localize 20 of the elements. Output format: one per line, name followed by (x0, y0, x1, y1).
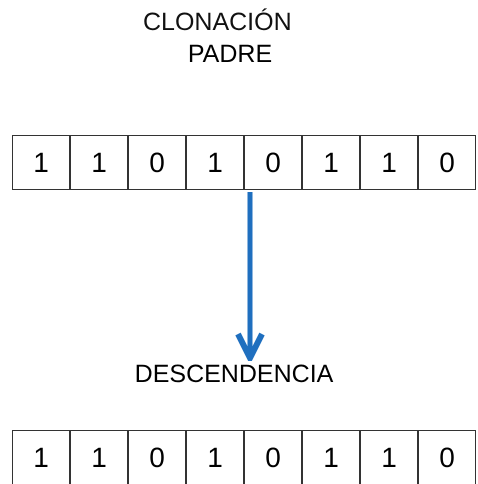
row-heading: DESCENDENCIA (134, 360, 334, 389)
bit-cell: 1 (70, 430, 128, 484)
bit-cell: 0 (418, 430, 476, 484)
bit-cell: 0 (128, 430, 186, 484)
bit-cell: 1 (302, 135, 360, 190)
bit-cell: 1 (186, 430, 244, 484)
arrow (235, 192, 265, 361)
title: CLONACIÓN (143, 8, 292, 37)
row-heading: PADRE (188, 40, 272, 69)
bit-cell: 1 (70, 135, 128, 190)
bit-cell: 1 (360, 135, 418, 190)
bit-cell: 1 (12, 430, 70, 484)
bit-cell: 1 (302, 430, 360, 484)
bit-cell: 0 (244, 430, 302, 484)
bit-cell: 1 (12, 135, 70, 190)
bit-cell: 1 (186, 135, 244, 190)
bit-cell: 0 (244, 135, 302, 190)
bit-cell: 0 (418, 135, 476, 190)
bit-cell: 0 (128, 135, 186, 190)
bit-cell: 1 (360, 430, 418, 484)
